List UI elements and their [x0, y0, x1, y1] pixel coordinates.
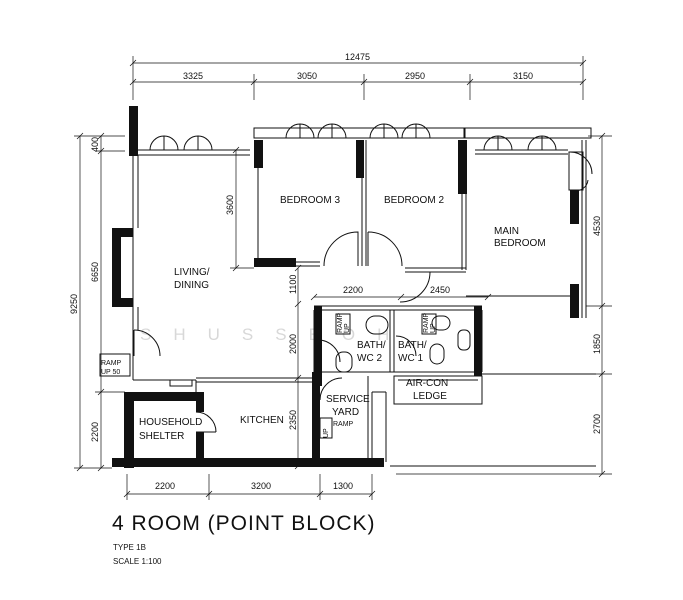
label-service-1: SERVICE: [326, 394, 370, 405]
ramp-entry-2: UP 50: [101, 369, 120, 376]
dim-left-2: 6650: [90, 262, 100, 282]
ramp-labels: RAMP UP 50 RAMP UP RAMP UP RAMP UP: [101, 312, 437, 438]
dim-top-total: 12475: [345, 52, 370, 62]
ramp-bath1-up: UP: [430, 323, 437, 333]
label-shelter-1: HOUSEHOLD: [139, 417, 202, 428]
ramp-entry-1: RAMP: [101, 360, 122, 367]
dim-left-3: 2200: [90, 422, 100, 442]
dim-top-4: 3150: [513, 71, 533, 81]
ramp-bath2: RAMP: [337, 312, 344, 333]
label-main-bedroom-1: MAIN: [494, 226, 519, 237]
label-bath1-1: BATH/: [398, 340, 427, 351]
right-dimension-chain: 4530 1850 2700: [396, 132, 612, 478]
label-service-2: YARD: [332, 407, 359, 418]
dim-bottom-2: 3200: [251, 481, 271, 491]
room-labels: BEDROOM 3 BEDROOM 2 MAIN BEDROOM LIVING/…: [139, 195, 546, 442]
left-dimension-chain: 9250 400 6650 2200: [69, 132, 125, 472]
dim-left-1: 400: [90, 137, 100, 152]
label-shelter-2: SHELTER: [139, 431, 184, 442]
label-kitchen: KITCHEN: [240, 415, 284, 426]
plan-scale: SCALE 1:100: [113, 557, 162, 566]
label-living-1: LIVING/: [174, 267, 210, 278]
label-aircon-1: AIR-CON: [406, 378, 448, 389]
dim-right-3: 2700: [592, 414, 602, 434]
dim-top-3: 2950: [405, 71, 425, 81]
ramp-yard: RAMP: [333, 421, 354, 428]
dim-inner-2200: 2200: [343, 285, 363, 295]
dim-bottom-1: 2200: [155, 481, 175, 491]
dim-left-total: 9250: [69, 294, 79, 314]
plan-type: TYPE 1B: [113, 543, 146, 552]
label-bath2-2: WC 2: [357, 353, 382, 364]
dim-inner-2000: 2000: [288, 334, 298, 354]
label-bath1-2: WC 1: [398, 353, 423, 364]
walls: [112, 106, 579, 468]
dim-right-2: 1850: [592, 334, 602, 354]
label-main-bedroom-2: BEDROOM: [494, 238, 546, 249]
plan-title: 4 ROOM (POINT BLOCK): [112, 512, 376, 535]
ramp-bath2-up: UP: [344, 323, 351, 333]
dim-inner-2350: 2350: [288, 410, 298, 430]
dim-inner-3600: 3600: [225, 195, 235, 215]
dim-right-1: 4530: [592, 216, 602, 236]
door-swings: [133, 123, 593, 433]
label-bedroom-2: BEDROOM 2: [384, 195, 444, 206]
label-bedroom-3: BEDROOM 3: [280, 195, 340, 206]
dim-bottom-3: 1300: [333, 481, 353, 491]
dim-inner-1100: 1100: [288, 275, 298, 294]
watermark: SHUSSEOH: [140, 325, 411, 344]
label-bath2-1: BATH/: [357, 340, 386, 351]
dim-top-1: 3325: [183, 71, 203, 81]
dim-top-2: 3050: [297, 71, 317, 81]
ramp-yard-up: UP: [323, 428, 330, 438]
ramp-bath1: RAMP: [423, 312, 430, 333]
label-aircon-2: LEDGE: [413, 391, 447, 402]
bottom-dimension-chain: 2200 3200 1300: [123, 474, 376, 500]
label-living-2: DINING: [174, 280, 209, 291]
top-dimension-chain: 12475 3325 3050 2950 3150: [129, 52, 587, 100]
inner-dimensions: 3600 1100 2000 2350 2200 2450: [225, 146, 492, 470]
dim-inner-2450: 2450: [430, 285, 450, 295]
